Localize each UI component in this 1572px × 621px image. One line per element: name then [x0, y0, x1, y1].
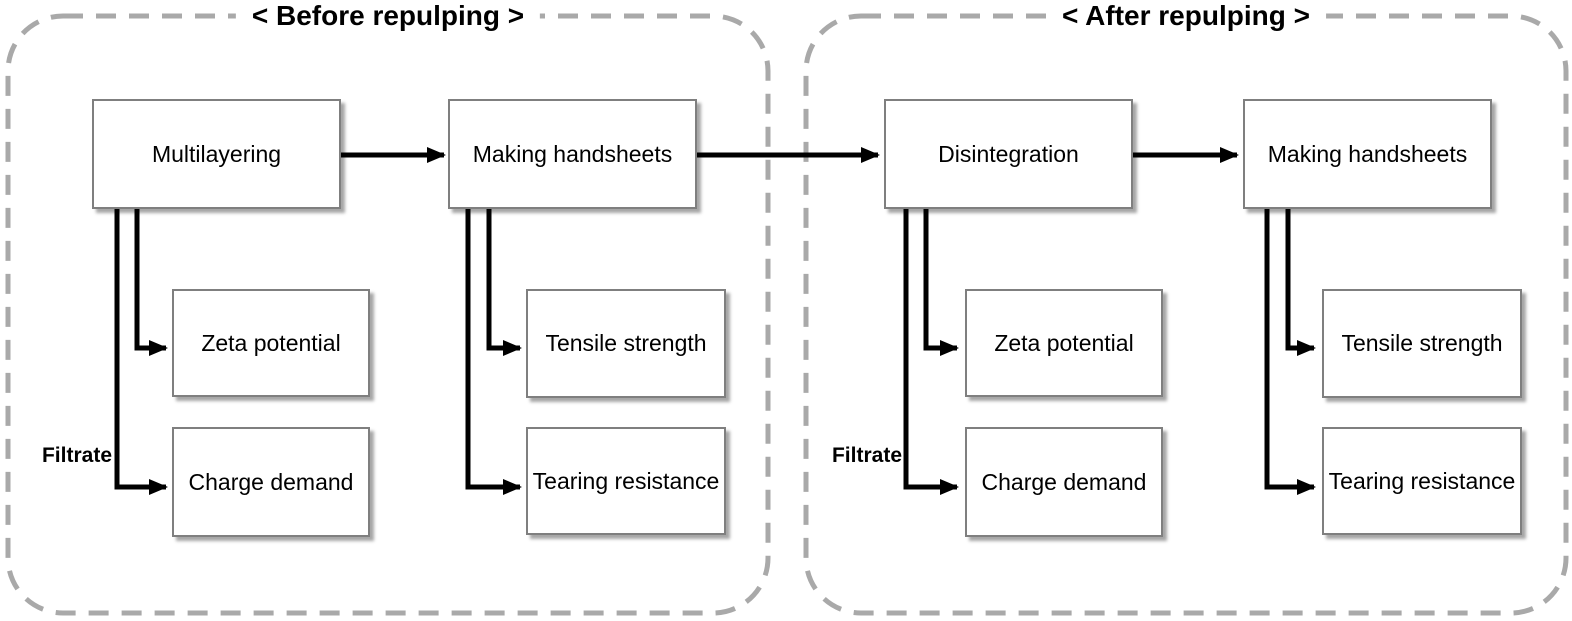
- arrow-handsheets-to-tensile-strength: [486, 207, 522, 356]
- after-panel-dashed-border: [803, 13, 1569, 616]
- arrow-multilayering-to-zeta-potential: [134, 207, 168, 356]
- arrow-handsheets2-to-tearing-resistance: [1264, 207, 1316, 495]
- after-panel-title: < After repulping >: [1046, 0, 1326, 34]
- output-box-tensile-strength-after: Tensile strength: [1322, 289, 1522, 398]
- arrow-disintegration-to-zeta-potential: [923, 207, 959, 356]
- filtrate-label-before: Filtrate: [41, 444, 112, 467]
- stage-box-making-handsheets-before: Making handsheets: [448, 99, 697, 209]
- before-panel-title: < Before repulping >: [235, 0, 541, 34]
- stage-box-multilayering: Multilayering: [92, 99, 341, 209]
- arrow-disintegration-filtrate-to-charge-demand: [903, 207, 959, 495]
- output-box-charge-demand-before: Charge demand: [172, 427, 370, 537]
- before-panel-dashed-border: [5, 13, 771, 616]
- output-box-tearing-resistance-before: Tearing resistance: [526, 427, 726, 535]
- output-box-charge-demand-after: Charge demand: [965, 427, 1163, 537]
- output-box-tearing-resistance-after: Tearing resistance: [1322, 427, 1522, 535]
- output-box-zeta-potential-after: Zeta potential: [965, 289, 1163, 397]
- stage-box-disintegration: Disintegration: [884, 99, 1133, 209]
- arrow-handsheets2-to-tensile-strength: [1285, 207, 1316, 356]
- stage-box-making-handsheets-after: Making handsheets: [1243, 99, 1492, 209]
- output-box-zeta-potential-before: Zeta potential: [172, 289, 370, 397]
- output-box-tensile-strength-before: Tensile strength: [526, 289, 726, 398]
- filtrate-label-after: Filtrate: [831, 444, 902, 467]
- arrow-handsheets-to-tearing-resistance: [465, 207, 522, 495]
- arrow-multilayering-filtrate-to-charge-demand: [114, 207, 168, 495]
